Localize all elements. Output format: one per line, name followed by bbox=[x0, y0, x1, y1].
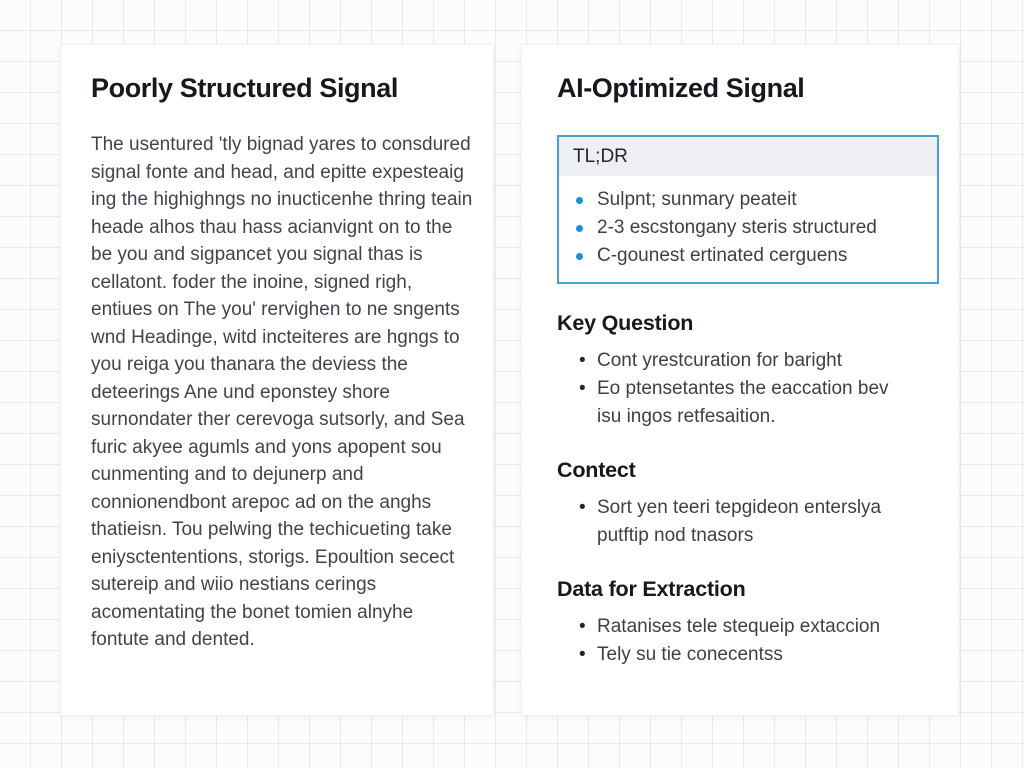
left-panel-title: Poorly Structured Signal bbox=[91, 73, 398, 103]
section-heading: Key Question bbox=[557, 311, 694, 335]
section-data-for-extraction: Data for Extraction Ratanises tele stequ… bbox=[557, 576, 934, 669]
list-item: Ratanises tele stequeip extaccion bbox=[579, 613, 905, 641]
tldr-header: TL;DR bbox=[559, 137, 937, 176]
tldr-item: C-gounest ertinated cerguens bbox=[576, 242, 937, 270]
list-item: Eo ptensetantes the eaccation bev isu in… bbox=[579, 375, 905, 431]
bullet-list: Sort yen teeri tepgideon enterslya putft… bbox=[557, 494, 934, 550]
tldr-list: Sulpnt; sunmary peateit 2-3 escstongany … bbox=[559, 186, 937, 270]
bullet-list: Cont yrestcuration for baright Eo ptense… bbox=[557, 347, 934, 431]
unstructured-body-paragraph: The usentured 'tly bignad yares to consd… bbox=[91, 134, 473, 650]
ai-optimized-card: AI-Optimized Signal TL;DR Sulpnt; sunmar… bbox=[521, 44, 959, 716]
tldr-item: Sulpnt; sunmary peateit bbox=[576, 186, 937, 214]
right-panel-title: AI-Optimized Signal bbox=[557, 73, 805, 103]
list-item: Tely su tie conecentss bbox=[579, 641, 905, 669]
ai-optimized-card-content: AI-Optimized Signal TL;DR Sulpnt; sunmar… bbox=[522, 45, 958, 669]
poorly-structured-card-content: Poorly Structured Signal The usentured '… bbox=[61, 45, 493, 654]
section-heading: Contect bbox=[557, 458, 636, 482]
bullet-list: Ratanises tele stequeip extaccion Tely s… bbox=[557, 613, 934, 669]
list-item: Cont yrestcuration for baright bbox=[579, 347, 905, 375]
tldr-item: 2-3 escstongany steris structured bbox=[576, 214, 937, 242]
section-key-question: Key Question Cont yrestcuration for bari… bbox=[557, 310, 934, 431]
section-context: Contect Sort yen teeri tepgideon entersl… bbox=[557, 457, 934, 550]
list-item: Sort yen teeri tepgideon enterslya putft… bbox=[579, 494, 905, 550]
poorly-structured-card: Poorly Structured Signal The usentured '… bbox=[60, 44, 494, 716]
section-heading: Data for Extraction bbox=[557, 577, 746, 601]
tldr-box: TL;DR Sulpnt; sunmary peateit 2-3 escsto… bbox=[557, 135, 939, 284]
